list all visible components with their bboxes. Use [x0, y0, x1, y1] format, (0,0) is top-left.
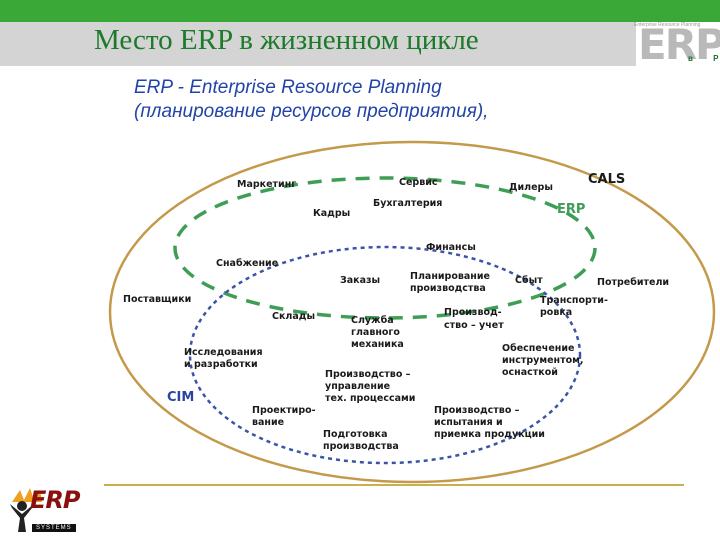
footer-logo: ERP SYSTEMS [6, 484, 98, 536]
label-marketing: Маркетинг [237, 179, 296, 190]
label-design-1: Проектиро- [252, 405, 316, 416]
label-transport-2: ровка [540, 307, 572, 318]
label-consumers: Потребители [597, 277, 669, 288]
subtitle-line-1: ERP - Enterprise Resource Planning [134, 77, 442, 98]
cim-label: CIM [167, 390, 194, 405]
label-dealers: Дилеры [509, 182, 553, 193]
label-prodtest-3: приемка продукции [434, 429, 545, 440]
erp-logo-caption: Enterprise Resource Planning [634, 22, 701, 28]
label-tooling-1: Обеспечение [502, 343, 574, 354]
label-prodmgmt-2: управление [325, 381, 390, 392]
title-bar [0, 22, 636, 66]
label-rnd-1: Исследования [184, 347, 263, 358]
label-design-2: вание [252, 417, 284, 428]
footer-figure-icon [10, 488, 42, 532]
label-rnd-2: и разработки [184, 359, 258, 370]
label-supply: Снабжение [216, 258, 278, 269]
label-planning-1: Планирование [410, 271, 490, 282]
label-mech-1: Служба [351, 315, 394, 326]
erp-logo-sub: в Р [688, 54, 718, 63]
erp-logo-letters: ERP [638, 20, 720, 69]
cim-dashed-ellipse [188, 245, 582, 465]
label-tooling-2: инструментом, [502, 355, 584, 366]
label-orders: Заказы [340, 275, 380, 286]
footer-logo-sub: SYSTEMS [32, 524, 76, 532]
erp-logo [636, 22, 720, 66]
label-service: Сервис [399, 177, 438, 188]
label-prodmgmt-1: Производство – [325, 369, 411, 380]
cals-outer-ellipse [108, 140, 716, 484]
label-warehouses: Склады [272, 311, 315, 322]
label-accounting: Бухгалтерия [373, 198, 442, 209]
label-personnel: Кадры [313, 208, 350, 219]
label-mech-2: главного [351, 327, 400, 338]
subtitle: ERP - Enterprise Resource Planning (план… [134, 76, 488, 124]
footer-logo-text: ERP [30, 486, 80, 514]
top-green-bar [0, 0, 720, 22]
label-prodacc-2: ство – учет [444, 320, 504, 331]
label-planning-2: производства [410, 283, 486, 294]
page-title: Место ERP в жизненном цикле [94, 24, 479, 56]
erp-label: ERP [557, 202, 585, 217]
label-prodtest-1: Производство – [434, 405, 520, 416]
cals-label: CALS [588, 172, 625, 187]
label-mech-3: механика [351, 339, 404, 350]
label-suppliers: Поставщики [123, 294, 191, 305]
label-prep-1: Подготовка [323, 429, 388, 440]
label-tooling-3: оснасткой [502, 367, 558, 378]
erp-dashed-ellipse [173, 176, 597, 320]
label-prodacc-1: Производ- [444, 307, 502, 318]
footer-divider [104, 484, 684, 486]
label-finance: Финансы [426, 242, 476, 253]
label-prodtest-2: испытания и [434, 417, 503, 428]
label-prep-2: производства [323, 441, 399, 452]
subtitle-line-2: (планирование ресурсов предприятия), [134, 101, 489, 122]
label-transport-1: Транспорти- [540, 295, 608, 306]
label-sales: Сбыт [515, 275, 543, 286]
label-prodmgmt-3: тех. процессами [325, 393, 415, 404]
